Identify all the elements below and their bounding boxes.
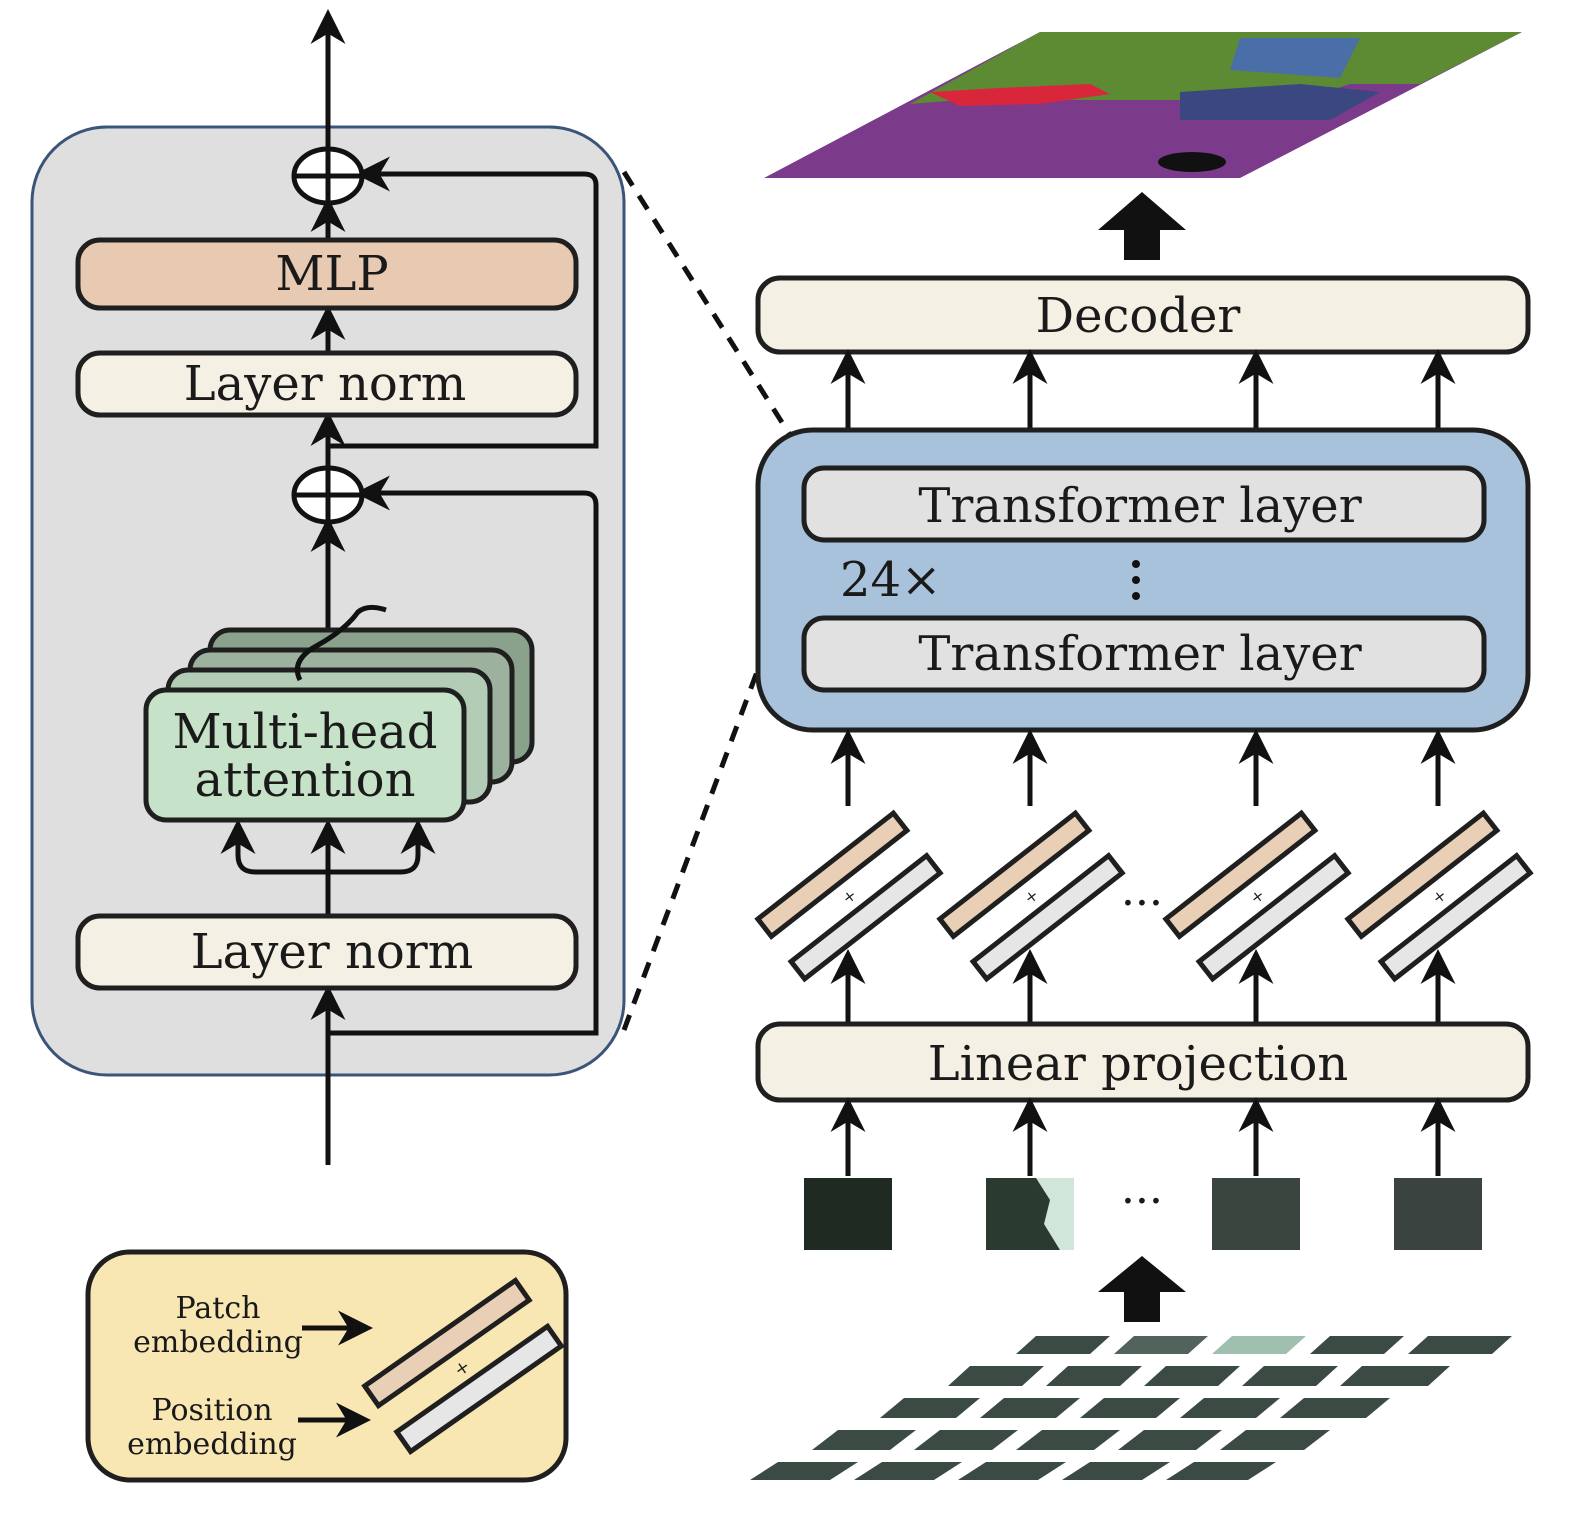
transformer-layer-top-label: Transformer layer [918,478,1361,534]
layer-norm-bottom-box [75,913,579,991]
legend-position-embedding-line1: Position [151,1393,272,1428]
decoder-box [755,275,1531,355]
zoom-line-upper [621,170,815,472]
input-to-patches-block-arrow [1098,1256,1186,1322]
segmentation-map-dark-spot [1158,152,1226,172]
segmentation-map-blue-region [1230,38,1360,78]
patch-embedding-bar [754,809,911,940]
position-embedding-bar [969,852,1126,983]
add-node-lower [291,465,365,525]
linear-projection-label: Linear projection [928,1036,1349,1092]
vertical-ellipsis-icon [1132,560,1140,600]
layer-norm-top-box [75,350,579,418]
encoder-block: MLP Layer norm Multi-head attention Laye… [30,9,626,1165]
plus-sign: + [1020,885,1042,908]
mlp-label: MLP [275,246,388,302]
token-embedding-pair-4: + [1344,809,1534,983]
layer-norm-bottom-label: Layer norm [191,924,474,980]
image-patch-1 [804,1178,892,1250]
segmentation-output-map [764,32,1522,178]
transformer-layer-top-box [801,465,1487,543]
qkv-split-left-arrow [220,819,328,875]
patch-embedding-bar [1162,809,1319,940]
layer-norm-top-label: Layer norm [184,356,467,412]
image-patch-2 [986,1178,1074,1250]
transformer-layer-bottom-label: Transformer layer [918,626,1361,682]
linear-projection-box [755,1021,1531,1103]
legend-patch-embedding-line1: Patch [176,1291,261,1326]
token-embedding-pair-1: + [754,809,944,983]
residual-connection-lower [328,475,599,1036]
input-patch-grid [750,1336,1512,1480]
image-patch-3 [1212,1178,1300,1250]
attention-label-line1: Multi-head [173,704,438,760]
image-patch-4 [1394,1178,1482,1250]
token-embedding-pair-3: + [1162,809,1352,983]
add-node-upper [291,146,365,206]
position-embedding-bar [1377,852,1534,983]
mlp-box [75,237,579,311]
legend-patch-embedding-line2: embedding [133,1325,303,1360]
decoder-output-block-arrow [1098,192,1186,260]
multi-head-attention-stack: Multi-head attention [143,604,535,823]
patch-embedding-bar [1344,809,1501,940]
legend-patch-embedding-bar [361,1276,533,1410]
attention-head-front [143,687,467,823]
legend-position-embedding-line2: embedding [127,1427,297,1462]
segmentation-map-navy-region [1180,84,1380,120]
qkv-split-right-arrow [328,819,436,875]
residual-connection-upper [328,156,599,449]
token-embedding-pair-2: + [936,809,1126,983]
repeat-count-label: 24× [840,552,941,608]
attention-label-line2: attention [195,752,416,808]
tokens-ellipsis: ··· [1121,878,1163,929]
patch-embedding-bar [936,809,1093,940]
segmentation-map-red-region [930,84,1110,106]
legend: Patch embedding Position embedding + [85,1249,569,1483]
transformer-layer-bottom-box [801,615,1487,693]
patches-ellipsis: ··· [1121,1176,1163,1227]
legend-embedding-pair: + [361,1276,565,1456]
plus-sign: + [838,885,860,908]
plus-sign: + [1246,885,1268,908]
position-embedding-bar [787,852,944,983]
position-embedding-bar [1195,852,1352,983]
attention-concat-curve [294,604,387,682]
legend-position-embedding-bar [393,1322,565,1456]
decoder-label: Decoder [1036,288,1241,344]
plus-sign: + [1428,885,1450,908]
